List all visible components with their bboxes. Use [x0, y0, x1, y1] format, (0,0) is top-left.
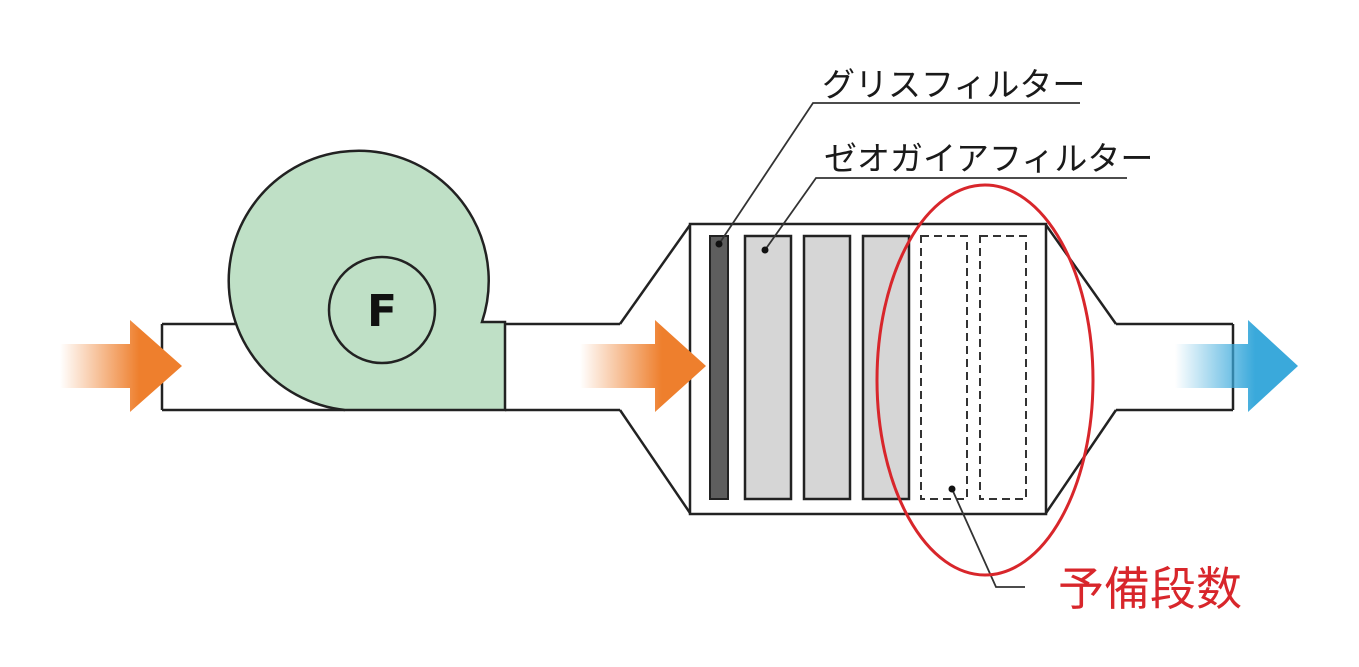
spare-slot-2	[979, 235, 1027, 500]
spare-slot-marker	[948, 485, 956, 493]
inflow-arrow-left	[60, 320, 182, 412]
zeogaia-filter-1	[743, 234, 793, 501]
fan-label: F	[367, 286, 397, 337]
zeogaia-filter-label: ゼオガイアフィルター	[824, 139, 1153, 178]
leader-lines	[718, 102, 1127, 588]
spare-stages-highlight	[875, 183, 1095, 577]
connecting-duct	[505, 224, 692, 514]
spare-slot-1	[920, 235, 968, 500]
outflow-arrow	[1175, 320, 1298, 412]
fan-housing	[227, 149, 507, 412]
grease-filter	[709, 235, 729, 500]
grease-filter-marker	[715, 240, 723, 248]
grease-filter-label: グリスフィルター	[822, 65, 1085, 104]
inflow-arrow-middle	[580, 320, 706, 412]
outlet-duct	[1044, 224, 1235, 514]
fan-circle	[327, 255, 437, 365]
zeogaia-filter-2	[802, 234, 852, 501]
zeogaia-filter-marker	[761, 246, 769, 254]
spare-stages-label: 予備段数	[1058, 562, 1242, 616]
